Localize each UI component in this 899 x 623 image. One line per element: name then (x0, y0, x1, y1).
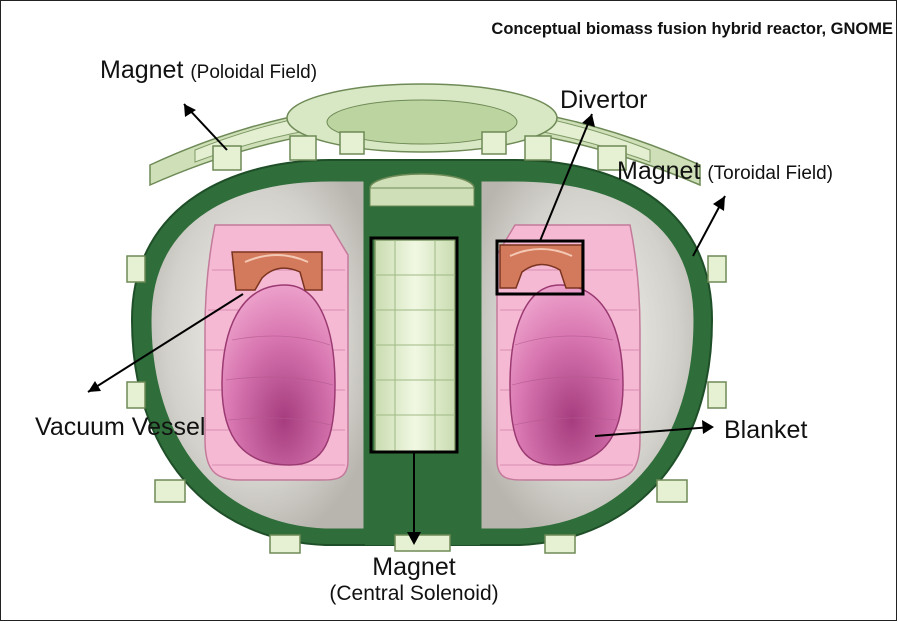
label-vacuum-vessel: Vacuum Vessel (35, 413, 205, 442)
figure-title: Conceptual biomass fusion hybrid reactor… (491, 20, 893, 39)
label-poloidal-magnet: Magnet (Poloidal Field) (100, 56, 317, 85)
label-blanket: Blanket (724, 416, 807, 445)
toroidal-magnet-main: Magnet (617, 157, 700, 185)
label-divertor: Divertor (560, 86, 648, 115)
poloidal-magnet-sub: (Poloidal Field) (190, 62, 317, 83)
toroidal-magnet-sub: (Toroidal Field) (707, 163, 833, 184)
label-toroidal-magnet: Magnet (Toroidal Field) (617, 157, 833, 186)
label-central-solenoid: Magnet (Central Solenoid) (309, 553, 519, 606)
central-solenoid (375, 240, 455, 452)
central-solenoid-sub: (Central Solenoid) (309, 582, 519, 606)
poloidal-magnet-main: Magnet (100, 56, 183, 84)
central-solenoid-main: Magnet (309, 553, 519, 582)
